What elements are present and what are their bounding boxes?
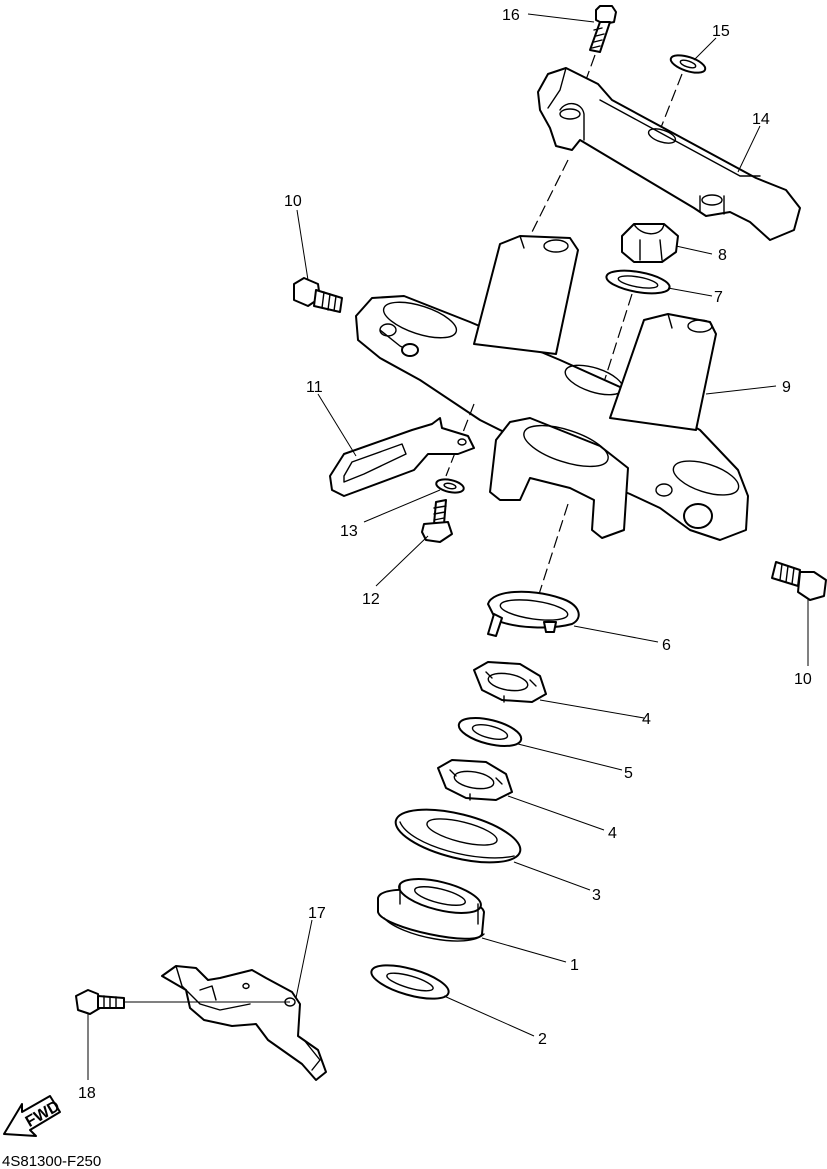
callout-5: 5 — [624, 765, 633, 782]
callout-1: 1 — [570, 957, 579, 974]
part-7-washer — [605, 269, 671, 295]
part-10-bolt-left — [293, 277, 343, 313]
fwd-direction-arrow: FWD — [3, 1095, 63, 1137]
part-3-bearing-cover — [394, 808, 522, 864]
callout-18: 18 — [78, 1085, 96, 1102]
part-17-hose-holder — [161, 965, 327, 1081]
part-6-lock-washer — [487, 590, 580, 637]
callout-labels: 16 15 14 10 8 7 9 11 13 12 10 6 4 5 4 3 … — [78, 7, 812, 1102]
callout-2: 2 — [538, 1031, 547, 1048]
part-13-washer — [435, 478, 465, 494]
callout-4-lower: 4 — [608, 825, 617, 842]
part-4-ring-nut-lower — [437, 759, 513, 801]
callout-7: 7 — [714, 289, 723, 306]
callout-17: 17 — [308, 905, 326, 922]
part-5-rubber-washer — [457, 717, 523, 747]
callout-8: 8 — [718, 247, 727, 264]
callout-3: 3 — [592, 887, 601, 904]
part-12-bolt — [421, 499, 453, 543]
part-18-bolt — [75, 989, 125, 1015]
callout-10-left: 10 — [284, 193, 302, 210]
part-15-washer — [669, 54, 707, 74]
part-9-under-bracket — [355, 235, 749, 541]
part-11-hose-guide-bracket — [329, 417, 475, 497]
callout-11: 11 — [306, 379, 323, 396]
part-10-bolt-right — [771, 561, 827, 601]
callout-14: 14 — [752, 111, 770, 128]
callout-16: 16 — [502, 7, 520, 24]
part-1-bearing — [377, 878, 485, 942]
part-4-ring-nut-upper — [473, 661, 547, 703]
part-2-dust-seal — [370, 964, 450, 1000]
callout-9: 9 — [782, 379, 791, 396]
part-16-bolt — [589, 5, 617, 53]
callout-12: 12 — [362, 591, 380, 608]
callout-4-upper: 4 — [642, 711, 651, 728]
callout-15: 15 — [712, 23, 730, 40]
callout-13: 13 — [340, 523, 358, 540]
callout-6: 6 — [662, 637, 671, 654]
leader-lines — [87, 13, 809, 1080]
drawing-code: 4S81300-F250 — [2, 1153, 101, 1169]
part-14-upper-bracket — [537, 67, 801, 241]
part-8-nut — [621, 223, 679, 263]
callout-10-right: 10 — [794, 671, 812, 688]
